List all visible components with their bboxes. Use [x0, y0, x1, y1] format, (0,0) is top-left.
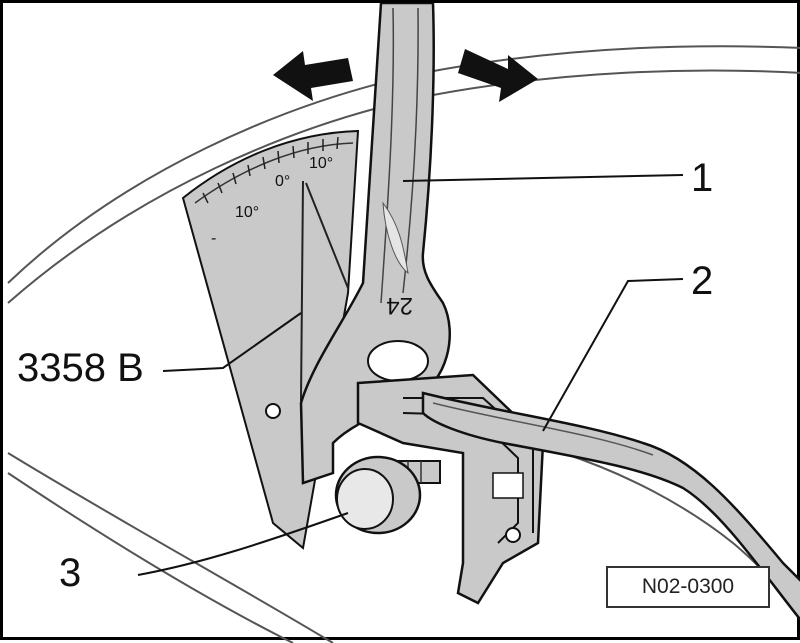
- pointer-line: [305, 182, 349, 289]
- callout-leaders: [137, 174, 684, 576]
- tool-illustration: - 10° 0° 10° 24: [7, 3, 800, 643]
- leader-3: [137, 512, 349, 576]
- wrench-size-label: 24: [386, 292, 413, 319]
- scale-label-right-10: 10°: [309, 155, 333, 172]
- bracket-hole: [505, 527, 521, 543]
- callout-label-2: 2: [691, 259, 714, 303]
- arrow-right-icon: [458, 49, 538, 102]
- scale-minus-mark: -: [211, 230, 216, 247]
- leader-tool: [162, 312, 302, 372]
- leader-1: [402, 174, 684, 182]
- callout-label-3: 3: [59, 551, 82, 595]
- callout-label-1: 1: [691, 156, 714, 200]
- gauge-hole: [265, 403, 281, 419]
- arrow-left-icon: [273, 51, 353, 101]
- zero-index-line: [300, 180, 304, 402]
- knurled-screw: [334, 455, 441, 535]
- scale-label-zero: 0°: [275, 173, 290, 190]
- reference-code: N02-0300: [641, 575, 735, 598]
- leader-2: [542, 278, 684, 432]
- scale-label-left-10: 10°: [235, 204, 259, 221]
- gauge-scale-ticks: [202, 136, 339, 204]
- reference-code-box: N02-0300: [606, 566, 770, 608]
- rod: [421, 391, 800, 622]
- tool-number-label: 3358 B: [17, 346, 144, 390]
